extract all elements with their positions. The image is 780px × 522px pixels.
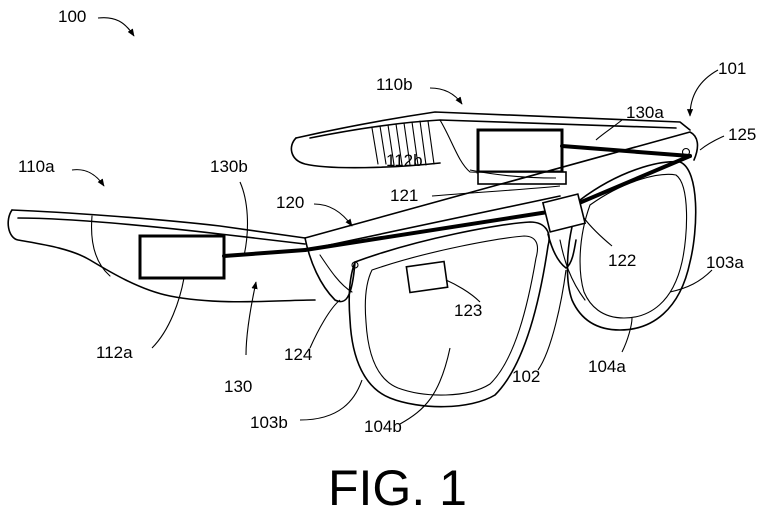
right-temple-arm <box>290 111 691 176</box>
label-130: 130 <box>224 377 252 396</box>
sensor-box-122 <box>541 193 587 233</box>
left-module-box <box>138 234 226 280</box>
display-box-123 <box>405 260 449 294</box>
label-124: 124 <box>284 345 312 364</box>
left-temple-arm <box>7 209 316 303</box>
label-120: 120 <box>276 193 304 212</box>
label-110a: 110a <box>18 157 55 176</box>
reference-labels: 100 101 110a 110b 130a 125 112b 121 130b… <box>18 7 756 436</box>
label-110b: 110b <box>376 75 413 94</box>
wire-130a <box>560 144 692 158</box>
camera-124 <box>351 261 359 269</box>
label-104a: 104a <box>588 357 626 376</box>
label-112b: 112b <box>386 151 423 170</box>
wire-130b <box>222 248 307 258</box>
label-104b: 104b <box>364 417 402 436</box>
label-112a: 112a <box>96 343 133 362</box>
label-121: 121 <box>390 186 418 205</box>
label-103b: 103b <box>250 413 288 432</box>
right-module-box <box>476 128 564 174</box>
label-100: 100 <box>58 7 86 26</box>
label-130a: 130a <box>626 103 664 122</box>
figure-caption: FIG. 1 <box>328 460 467 516</box>
label-123: 123 <box>454 301 482 320</box>
camera-125 <box>681 147 691 157</box>
front-frame <box>304 131 699 408</box>
label-101: 101 <box>718 59 746 78</box>
label-102: 102 <box>512 367 540 386</box>
label-103a: 103a <box>706 253 744 272</box>
leader-lines <box>71 17 725 425</box>
label-122: 122 <box>608 251 636 270</box>
label-125: 125 <box>728 125 756 144</box>
label-130b: 130b <box>210 157 248 176</box>
